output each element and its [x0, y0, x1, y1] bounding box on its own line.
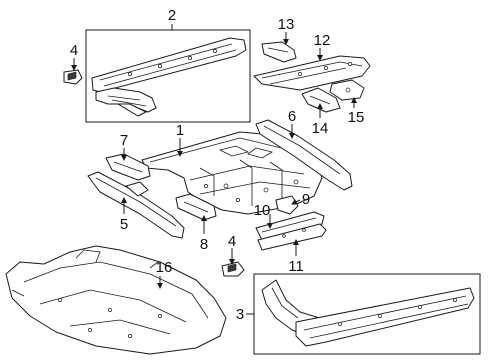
- callout-15: 15: [348, 109, 365, 126]
- part-13-brace: [261, 41, 297, 63]
- part-10-11-rocker-reinforcement: [255, 211, 327, 251]
- callout-1: 1: [176, 122, 184, 139]
- callout-12: 12: [314, 32, 331, 49]
- detail-box-2: [85, 29, 251, 123]
- callout-7: 7: [120, 132, 128, 149]
- part-14-reinforcement: [301, 87, 341, 113]
- callout-4-upper: 4: [70, 42, 78, 59]
- callout-6: 6: [288, 108, 296, 125]
- callout-10: 10: [254, 202, 271, 219]
- callout-2: 2: [168, 7, 176, 24]
- part-8-bracket: [175, 193, 217, 221]
- part-7-bracket: [105, 153, 151, 181]
- part-2-lower-bracket: [95, 87, 157, 117]
- part-2-rocker-rail: [91, 37, 247, 93]
- part-16-floor-carpet: [5, 245, 227, 355]
- callout-16: 16: [156, 259, 173, 276]
- part-3-side-member: [261, 279, 475, 347]
- callout-4-lower: 4: [228, 233, 236, 250]
- callout-9: 9: [302, 191, 310, 208]
- callout-3: 3: [236, 306, 244, 323]
- leader-lines: [71, 24, 357, 315]
- callout-13: 13: [278, 16, 295, 33]
- part-15-bracket: [329, 79, 365, 101]
- part-5-member: [87, 171, 185, 239]
- part-4-clip-upper: [63, 69, 83, 85]
- callout-14: 14: [312, 120, 329, 137]
- callout-8: 8: [200, 236, 208, 253]
- callout-5: 5: [120, 216, 128, 233]
- leader-9: [291, 199, 301, 205]
- callout-11: 11: [288, 258, 304, 275]
- part-4-clip-lower: [221, 261, 245, 277]
- part-6-side-rail: [255, 119, 353, 191]
- part-12-rear-crossmember: [253, 55, 371, 91]
- callout-labels: 2 4 13 12 1 6 14 15 7 5 8 9 10 11 4 16 3: [70, 7, 365, 323]
